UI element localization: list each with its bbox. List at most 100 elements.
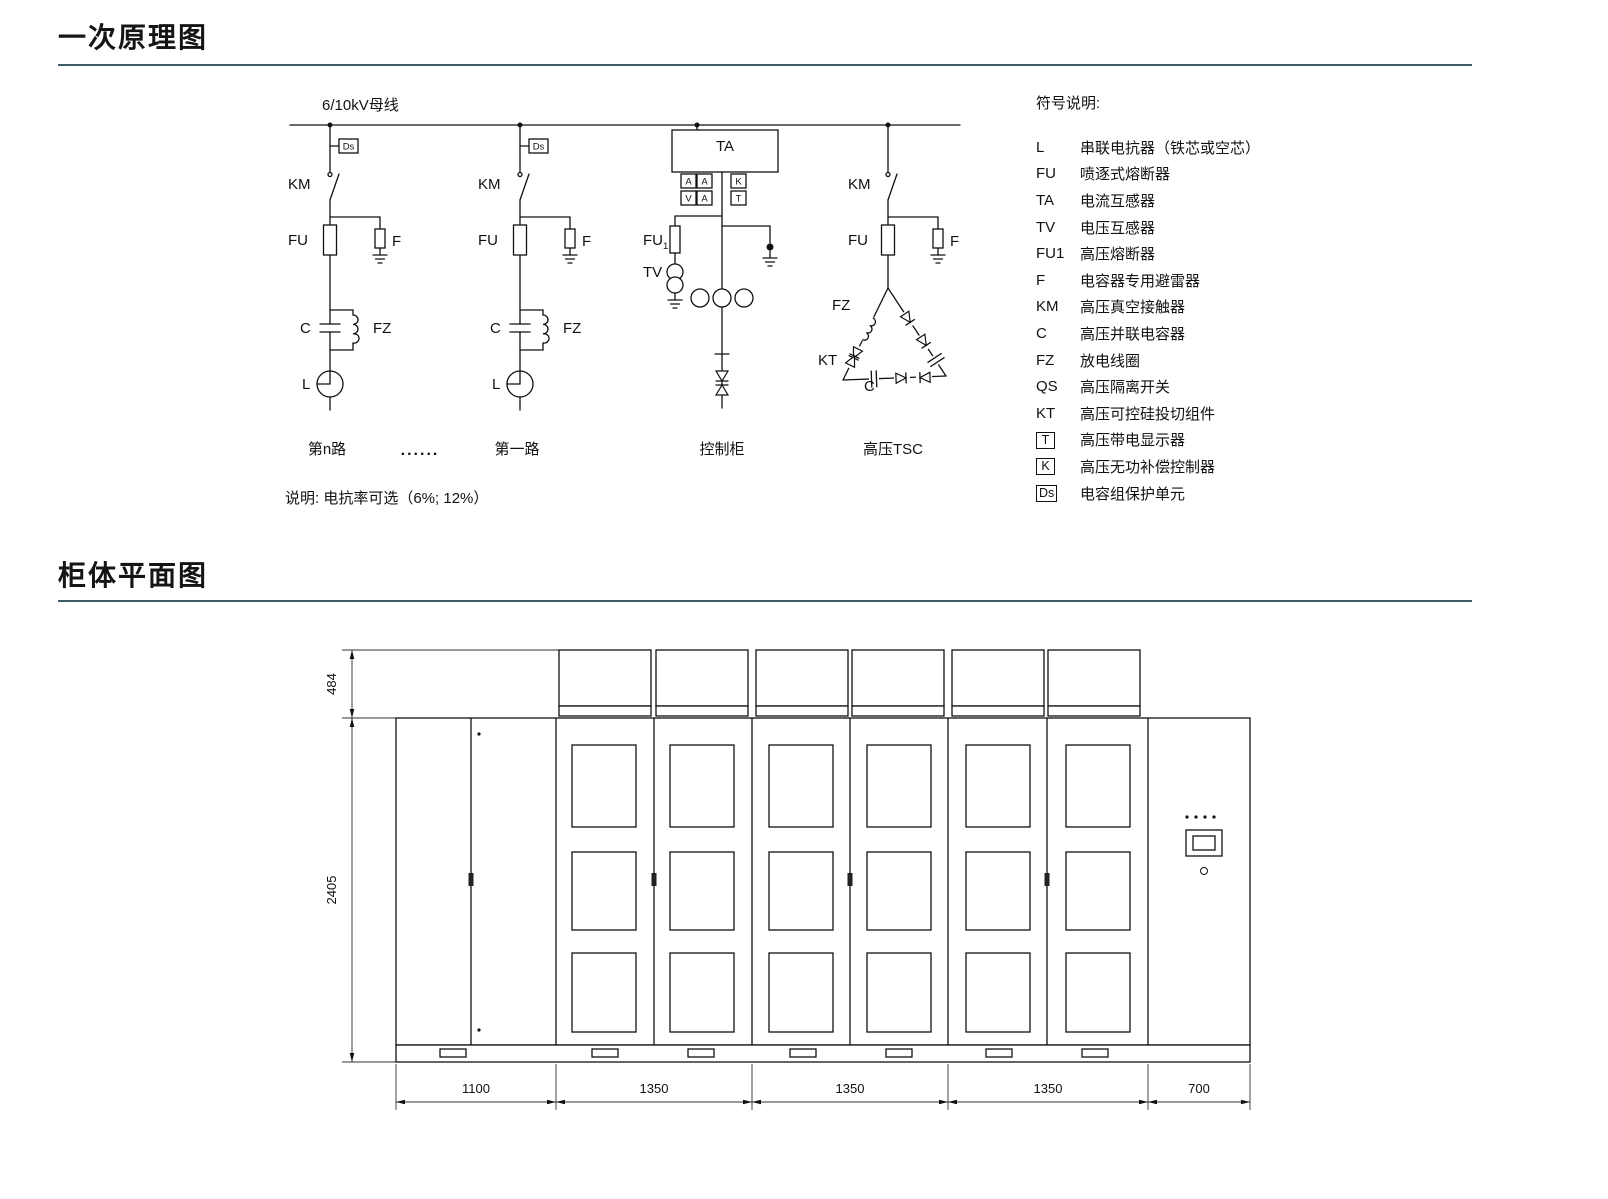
indicator-symbol	[766, 243, 774, 251]
legend-symbol: QS	[1036, 378, 1058, 396]
legend-desc: 电压互感器	[1080, 219, 1156, 237]
mesh-panel	[558, 649, 652, 707]
discharge-coil	[856, 314, 880, 344]
dim-widths: 1100 1350 1350 1350 700	[395, 1064, 1251, 1110]
arrester-symbol	[932, 228, 944, 249]
switch-contact	[327, 171, 333, 178]
capacitor-branch-1: Ds KM FU F C FZ L 第一路	[478, 122, 591, 458]
display-screen	[1192, 835, 1216, 851]
diode-symbol	[714, 370, 730, 383]
hinge-dot	[477, 732, 481, 736]
grille	[768, 744, 834, 828]
control-panel	[1185, 815, 1223, 875]
indicator-led	[1212, 815, 1216, 819]
km-label: KM	[478, 176, 501, 193]
dim-700-label: 700	[1188, 1081, 1210, 1096]
legend-symbol: TA	[1036, 191, 1055, 209]
fz-label: FZ	[563, 320, 581, 337]
switch-blade	[329, 173, 340, 201]
diode-symbol	[914, 332, 934, 352]
fu-label: FU	[478, 232, 498, 249]
f-label: F	[950, 233, 959, 250]
f-label: F	[392, 233, 401, 250]
ds-protection-box	[528, 138, 549, 154]
c-label: C	[300, 320, 311, 337]
cabinet-elevation-drawing: 484 2405	[324, 649, 1251, 1110]
legend-symbol: FU	[1036, 165, 1056, 183]
base-slot	[439, 1048, 467, 1058]
legend-item: QS 高压隔离开关	[1036, 373, 1366, 400]
panel-button	[1200, 867, 1208, 875]
legend-desc: 喷逐式熔断器	[1080, 166, 1171, 184]
legend-symbol-boxed: Ds	[1036, 485, 1058, 503]
instrument-circle	[734, 288, 754, 308]
dim-1100-label: 1100	[462, 1081, 490, 1096]
legend-item: Ds 电容组保护单元	[1036, 480, 1366, 507]
branch-1-label: 第一路	[494, 440, 539, 458]
c-label: C	[490, 320, 501, 337]
control-cabinet-label: 控制柜	[699, 441, 744, 458]
instrument-circle	[690, 288, 710, 308]
grille	[768, 952, 834, 1033]
grille	[965, 952, 1031, 1033]
legend-item: TA 电流互感器	[1036, 187, 1366, 214]
mesh-panel	[655, 649, 749, 707]
l-label: L	[492, 376, 500, 393]
ds-label: Ds	[343, 142, 355, 153]
door-handle	[1044, 873, 1050, 886]
indicator-led	[1203, 815, 1207, 819]
capacitor-branch-n: Ds KM FU F C FZ L 第n路	[288, 122, 401, 458]
capacitor-symbol	[926, 351, 946, 369]
legend-symbol: F	[1036, 271, 1046, 289]
grille	[669, 952, 735, 1033]
hinge-dot	[477, 1028, 481, 1032]
legend-desc: 电容器专用避雷器	[1080, 272, 1201, 290]
legend-desc: 电容组保护单元	[1080, 485, 1186, 503]
f-label: F	[582, 233, 591, 250]
door-handle	[847, 873, 853, 886]
ta-box	[671, 129, 779, 173]
grille	[965, 744, 1031, 828]
km-label: KM	[288, 176, 311, 193]
dim-1350-label: 1350	[836, 1081, 865, 1096]
base-slot	[985, 1048, 1013, 1058]
fz-label: FZ	[373, 320, 391, 337]
door-handle	[468, 873, 474, 886]
legend-item: F 电容器专用避雷器	[1036, 267, 1366, 294]
kt-thyristor-pair	[843, 343, 865, 371]
single-line-diagram: 6/10kV母线 Ds KM FU F C FZ	[288, 97, 961, 459]
branch-n-label: 第n路	[308, 440, 346, 458]
legend-desc: 放电线圈	[1080, 352, 1141, 370]
legend-desc: 高压无功补偿控制器	[1080, 458, 1216, 476]
kt-label: KT	[818, 352, 837, 369]
arrester-symbol	[564, 228, 576, 249]
legend-desc: 串联电抗器（铁芯或空芯）	[1080, 139, 1261, 157]
dim-2405-label: 2405	[324, 876, 339, 905]
meter-a3: A	[701, 194, 708, 205]
fu1-fuse-symbol	[669, 225, 681, 254]
legend-desc: 高压隔离开关	[1080, 379, 1171, 397]
meter-v: V	[685, 194, 692, 205]
discharge-coil	[352, 314, 360, 344]
grille	[571, 851, 637, 931]
fu1-sub-label: 1	[663, 241, 668, 252]
legend-symbol: KM	[1036, 298, 1059, 316]
cabinet-section-rule	[58, 600, 1472, 602]
mesh-panel	[1047, 649, 1141, 707]
legend-item: L 串联电抗器（铁芯或空芯）	[1036, 134, 1366, 161]
grille	[1065, 851, 1131, 931]
dim-484-label: 484	[324, 673, 339, 695]
legend-desc: 电流互感器	[1080, 192, 1156, 210]
grille	[866, 851, 932, 931]
branch-ellipsis: ......	[401, 442, 440, 459]
tsc-branch: KM FU F	[818, 122, 959, 458]
grille	[1065, 744, 1131, 828]
diode-symbol	[893, 371, 911, 385]
schematic-section-rule	[58, 64, 1472, 66]
tv-label: TV	[643, 264, 662, 281]
legend-symbol: L	[1036, 138, 1045, 156]
fu-label: FU	[288, 232, 308, 249]
legend-symbol: TV	[1036, 218, 1056, 236]
dim-body-height: 2405	[324, 718, 355, 1062]
legend-symbol: FZ	[1036, 351, 1055, 369]
